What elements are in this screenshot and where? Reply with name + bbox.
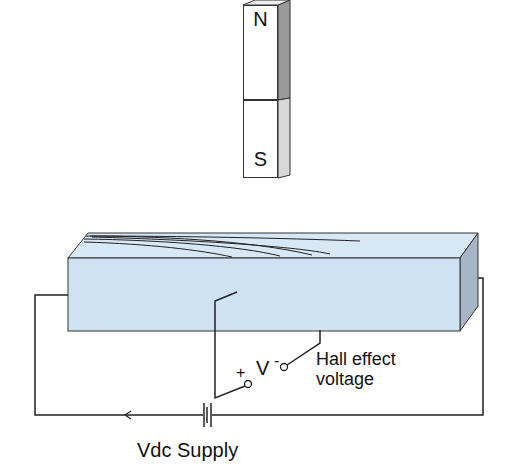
- magnet-side-south: [278, 98, 290, 178]
- terminal-plus: [245, 381, 252, 388]
- supply-label: Vdc Supply: [137, 439, 238, 461]
- supply-wire: [35, 278, 483, 415]
- magnet-south-pole: S: [243, 100, 278, 178]
- terminal-minus: [281, 364, 288, 371]
- terminal-sign: -: [274, 352, 279, 370]
- terminal-sign: +: [236, 364, 245, 382]
- magnet-side-north: [278, 0, 290, 100]
- pole-letter: S: [254, 148, 267, 171]
- hall-probe-wires: [215, 292, 320, 398]
- flow-lines: [84, 236, 360, 257]
- slab-side: [460, 233, 478, 331]
- current-arrow: [125, 411, 131, 419]
- slab-top: [68, 233, 478, 258]
- voltmeter-symbol: V: [256, 357, 269, 379]
- pole-letter: N: [253, 8, 267, 31]
- slab-front: [68, 258, 460, 331]
- battery-symbol: [204, 403, 211, 427]
- hall-voltage-label: Hall effect voltage: [316, 350, 426, 390]
- magnet-north-pole: N: [243, 5, 278, 100]
